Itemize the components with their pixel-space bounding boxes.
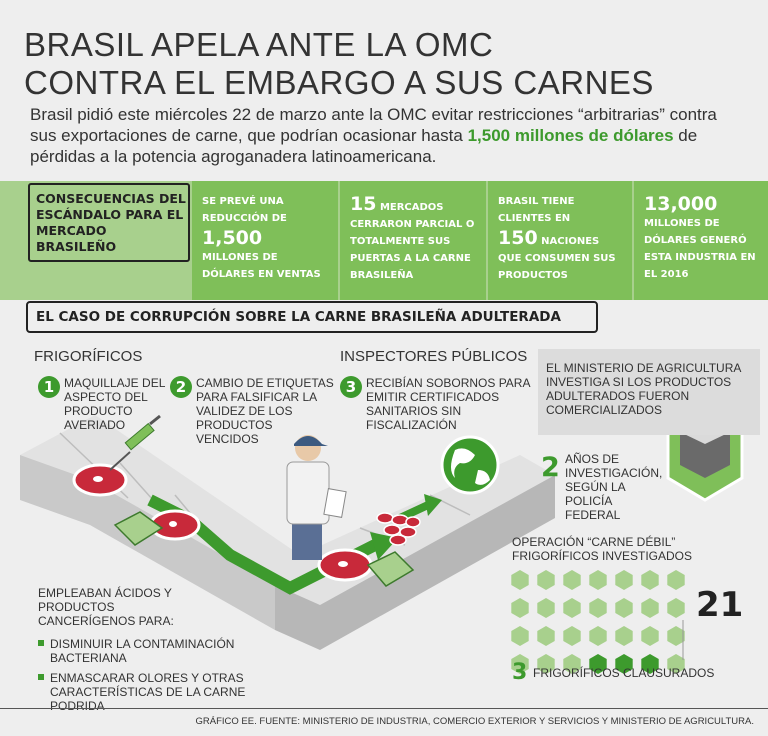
investigated-factory-hex <box>615 570 633 590</box>
investigated-factory-hex <box>511 654 529 674</box>
investigated-factory-hex <box>537 654 555 674</box>
frigorificos-header: FRIGORÍFICOS <box>34 348 143 365</box>
investigated-factory-hex <box>667 626 685 646</box>
stat-1-value: 1,500 <box>202 227 263 249</box>
stat-2-inline: MERCADOS <box>379 202 444 213</box>
inspector-person-icon <box>286 435 347 560</box>
stat-3-post: QUE CONSUMEN SUS PRODUCTOS <box>498 253 616 281</box>
acids-text: EMPLEABAN ÁCIDOS Y PRODUCTOS CANCERÍGENO… <box>38 586 174 628</box>
case-title: EL CASO DE CORRUPCIÓN SOBRE LA CARNE BRA… <box>26 301 598 333</box>
investigated-factory-hex <box>537 598 555 618</box>
stat-4-value: 13,000 <box>644 193 718 215</box>
investigated-factory-hex <box>511 598 529 618</box>
footer-divider <box>0 708 768 709</box>
investigated-factory-hex <box>563 654 581 674</box>
meat-bone-icon <box>169 521 177 527</box>
investigated-factory-hex <box>511 626 529 646</box>
meat-bone-icon <box>93 476 103 482</box>
title-line-2: CONTRA EL EMBARGO A SUS CARNES <box>24 64 654 101</box>
page-title: BRASIL APELA ANTE LA OMC CONTRA EL EMBAR… <box>24 26 744 102</box>
intro-paragraph: Brasil pidió este miércoles 22 de marzo … <box>30 104 740 167</box>
bullet-icon <box>38 640 44 646</box>
factories-hex-grid <box>511 570 685 674</box>
stat-1-post: MILLONES DE DÓLARES EN VENTAS <box>202 252 321 280</box>
stat-closed-markets: 15 MERCADOS CERRARON PARCIAL O TOTALMENT… <box>340 181 486 300</box>
conveyor-top <box>20 415 555 605</box>
bullet-icon <box>38 674 44 680</box>
investigated-factory-hex <box>563 598 581 618</box>
investigated-factory-hex <box>615 626 633 646</box>
syringe-icon <box>109 414 161 471</box>
investigated-factory-hex <box>615 598 633 618</box>
intro-highlight: 1,500 millones de dólares <box>467 126 674 145</box>
footer-source: GRÁFICO EE. FUENTE: MINISTERIO DE INDUST… <box>195 716 754 727</box>
closed-factory-hex <box>589 654 607 674</box>
intro-part-2: de pérdidas a la potencia agroganadera l… <box>30 126 698 166</box>
conveyor-front-left <box>20 455 275 630</box>
investigated-factory-hex <box>641 626 659 646</box>
stat-sales-reduction: SE PREVÉ UNA REDUCCIÓN DE 1,500 MILLONES… <box>192 181 338 300</box>
consequences-label: CONSECUENCIAS DEL ESCÁNDALO PARA EL MERC… <box>28 183 190 262</box>
globe-icon <box>440 435 500 495</box>
years-number: 2 <box>541 452 560 483</box>
meat-cuts-icon <box>376 512 421 546</box>
bullet-2-text: ENMASCARAR OLORES Y OTRAS CARACTERÍSTICA… <box>50 671 246 713</box>
step-2-text: CAMBIO DE ETIQUETAS PARA FALSIFICAR LA V… <box>196 376 334 446</box>
investigated-factory-hex <box>537 570 555 590</box>
stat-3-inline: NACIONES <box>541 236 600 247</box>
stat-1-pre: SE PREVÉ UNA REDUCCIÓN DE <box>202 196 287 224</box>
label-tag-icon <box>113 511 164 546</box>
step-3-text: RECIBÍAN SOBORNOS PARA EMITIR CERTIFICAD… <box>366 376 530 432</box>
ministry-box: EL MINISTERIO DE AGRICULTURA INVESTIGA S… <box>538 349 760 435</box>
stat-industry-revenue: 13,000 MILLONES DE DÓLARES GENERÓ ESTA I… <box>634 181 768 300</box>
investigated-factory-hex <box>589 626 607 646</box>
investigated-factory-hex <box>537 626 555 646</box>
investigated-factory-hex <box>589 598 607 618</box>
step-2-number: 2 <box>170 376 192 398</box>
years-text: AÑOS DE INVESTIGACIÓN, SEGÚN LA POLICÍA … <box>565 452 663 522</box>
stat-2-value: 15 <box>350 193 377 215</box>
stat-client-nations: BRASIL TIENE CLIENTES EN 150 NACIONES QU… <box>488 181 632 300</box>
investigated-factory-hex <box>589 570 607 590</box>
investigated-count: 21 <box>696 585 744 625</box>
investigated-factory-hex <box>641 570 659 590</box>
label-tag-icon <box>366 551 415 587</box>
intro-part-1: Brasil pidió este miércoles 22 de marzo … <box>30 105 717 145</box>
step-1-number: 1 <box>38 376 60 398</box>
inspectores-header: INSPECTORES PÚBLICOS <box>340 348 528 365</box>
closed-text: FRIGORÍFICOS CLAUSURADOS <box>533 666 715 680</box>
step-1-text: MAQUILLAJE DEL ASPECTO DEL PRODUCTO AVER… <box>64 376 165 432</box>
conveyor-front-right <box>275 475 555 650</box>
investigated-factory-hex <box>667 598 685 618</box>
investigated-factory-hex <box>667 654 685 674</box>
stat-3-value: 150 <box>498 227 538 249</box>
closed-factory-hex <box>641 654 659 674</box>
title-line-1: BRASIL APELA ANTE LA OMC <box>24 26 494 63</box>
closed-number: 3 <box>512 660 528 685</box>
investigated-factory-hex <box>641 598 659 618</box>
stat-2-post: CERRARON PARCIAL O TOTALMENTE SUS PUERTA… <box>350 219 475 281</box>
flow-arrow-2-head <box>424 494 442 516</box>
investigated-factory-hex <box>667 570 685 590</box>
investigated-factory-hex <box>511 570 529 590</box>
investigated-factory-hex <box>563 626 581 646</box>
investigated-factory-hex <box>563 570 581 590</box>
bullet-1-text: DISMINUIR LA CONTAMINACIÓN BACTERIANA <box>50 637 235 665</box>
operation-title: OPERACIÓN “CARNE DÉBIL” FRIGORÍFICOS INV… <box>512 535 693 563</box>
meat-bone-icon <box>338 561 348 567</box>
stat-4-post: MILLONES DE DÓLARES GENERÓ ESTA INDUSTRI… <box>644 218 756 280</box>
stat-3-pre: BRASIL TIENE CLIENTES EN <box>498 196 575 224</box>
closed-factory-hex <box>615 654 633 674</box>
step-3-number: 3 <box>340 376 362 398</box>
